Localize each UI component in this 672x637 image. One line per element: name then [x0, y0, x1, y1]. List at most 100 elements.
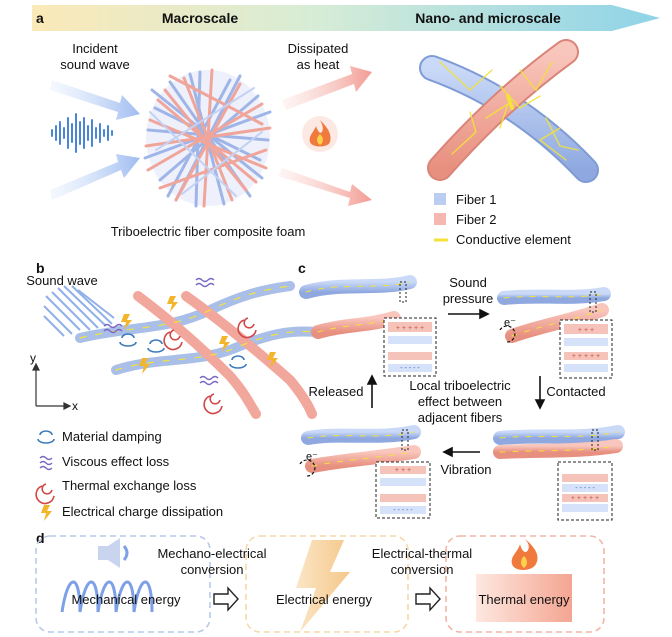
charge-dissipation-icon — [41, 505, 52, 521]
fiber-pair-pressed — [497, 287, 611, 343]
arrow-released — [366, 374, 378, 408]
conversion2-arrow — [415, 586, 441, 612]
svg-text:+ + + + +: + + + + + — [572, 353, 600, 360]
flame-icon — [302, 116, 338, 152]
sound-pressure-label-2: pressure — [443, 291, 494, 306]
heat-gradient-block — [476, 574, 572, 622]
fiber-network-illustration — [75, 281, 321, 419]
electron-label-vibrating: e⁻ — [306, 451, 318, 463]
legend-fiber2-swatch — [434, 213, 446, 225]
panel-d-tag: d — [36, 530, 45, 546]
center-label-1: Local triboelectric — [409, 378, 511, 393]
electrical-energy-label: Electrical energy — [276, 592, 373, 607]
viscous-loss-icon — [39, 455, 53, 471]
electron-arrow-vibrating — [299, 459, 316, 477]
sound-wave-label: Sound wave — [26, 273, 98, 288]
panel-d: d Mechanical energy Mechano-electrical c… — [35, 530, 605, 633]
heat-arrow-top — [282, 66, 372, 110]
legend-damping-label: Material damping — [62, 429, 162, 444]
thermal-flame-icon — [511, 538, 538, 570]
svg-text:+ + + + +: + + + + + — [571, 495, 599, 502]
axes-icon — [32, 362, 72, 410]
incident-label-1: Incident — [72, 41, 118, 56]
zoom-inset-pressed: + + + + + + + + — [559, 319, 613, 379]
electrical-energy-box — [245, 535, 409, 633]
charge-icons — [121, 296, 278, 374]
conversion2-label-1: Electrical-thermal — [372, 546, 473, 561]
incident-arrow-top — [50, 80, 140, 120]
zoom-marker-contacted — [591, 429, 599, 451]
svg-text:- - - - -: - - - - - — [400, 365, 420, 372]
sound-wave-stripes — [43, 285, 115, 337]
mechanical-energy-label: Mechanical energy — [71, 592, 181, 607]
mechanical-energy-box — [35, 535, 211, 633]
conversion1-arrow — [213, 586, 239, 612]
material-damping-icon — [37, 430, 55, 444]
incident-arrow-bottom — [50, 154, 140, 200]
dissipated-label-2: as heat — [297, 57, 340, 72]
viscous-icons — [103, 277, 219, 386]
thermal-energy-label: Thermal energy — [478, 592, 570, 607]
legend-charge-label: Electrical charge dissipation — [62, 504, 223, 519]
svg-text:- - - - -: - - - - - — [393, 507, 413, 514]
panel-a: a Macroscale Nano- and microscale Incide… — [32, 5, 660, 247]
legend-fiber2-label: Fiber 2 — [456, 212, 496, 227]
incident-label-2: sound wave — [60, 57, 129, 72]
legend-fiber1-swatch — [434, 193, 446, 205]
vibration-label: Vibration — [440, 462, 491, 477]
svg-text:+ + +: + + + — [395, 467, 411, 474]
zoom-inset-contacted: - - - - - + + + + + — [557, 461, 613, 521]
legend-conductive-label: Conductive element — [456, 232, 571, 247]
sound-pressure-label-1: Sound — [449, 275, 487, 290]
panel-c: c + + + + + - - - - - Sound pressure — [298, 260, 625, 521]
legend-a: Fiber 1 Fiber 2 Conductive element — [434, 192, 571, 247]
axis-y-label: y — [30, 351, 36, 365]
thermal-loss-icon — [35, 483, 55, 505]
spring-icon — [60, 580, 154, 613]
arrow-contacted — [534, 376, 546, 410]
zoom-inset-vibrating: + + + - - - - - — [375, 461, 431, 519]
center-label-2: effect between — [418, 394, 502, 409]
legend-thermal-label: Thermal exchange loss — [62, 478, 197, 493]
legend-viscous-label: Viscous effect loss — [62, 454, 170, 469]
dissipated-label-1: Dissipated — [288, 41, 349, 56]
foam-caption: Triboelectric fiber composite foam — [111, 224, 306, 239]
lightning-icon — [296, 540, 350, 632]
axis-x-label: x — [72, 399, 78, 413]
svg-text:- - - - -: - - - - - — [575, 485, 595, 492]
zoom-marker-pressed — [589, 291, 597, 313]
scale-banner — [32, 5, 660, 31]
electron-arrow-pressed — [499, 325, 516, 343]
conversion1-label-2: conversion — [181, 562, 244, 577]
released-label: Released — [309, 384, 364, 399]
speaker-icon — [98, 538, 129, 568]
legend-fiber1-label: Fiber 1 — [456, 192, 496, 207]
zoom-marker-vibrating — [401, 429, 409, 451]
electron-label-pressed: e⁻ — [504, 317, 516, 329]
banner-nanoscale: Nano- and microscale — [415, 10, 561, 26]
sound-wave-icon — [51, 113, 113, 153]
panel-c-tag: c — [298, 260, 306, 276]
panel-b-tag: b — [36, 260, 45, 276]
legend-b: Material damping Viscous effect loss The… — [35, 429, 223, 521]
damping-icons — [119, 333, 247, 369]
heat-arrow-bottom — [278, 168, 372, 206]
panel-b: b Sound wave — [26, 260, 321, 521]
fiber-foam-illustration — [143, 68, 272, 208]
banner-macroscale: Macroscale — [162, 10, 238, 26]
panel-a-tag: a — [36, 10, 44, 26]
conversion1-label-1: Mechano-electrical — [157, 546, 266, 561]
arrow-sound-pressure — [448, 308, 490, 320]
thermal-icons — [163, 317, 257, 415]
crossed-fibers-illustration — [419, 39, 599, 183]
conversion2-label-2: conversion — [391, 562, 454, 577]
svg-text:+ + +: + + + — [578, 327, 594, 334]
center-label-3: adjacent fibers — [418, 410, 503, 425]
contacted-label: Contacted — [546, 384, 605, 399]
fiber-pair-contacted — [493, 425, 625, 459]
arrow-vibration — [442, 446, 480, 458]
thermal-energy-box — [445, 535, 605, 633]
zoom-inset-initial: + + + + + - - - - - — [383, 317, 437, 377]
fiber-pair-vibrating — [301, 425, 421, 473]
